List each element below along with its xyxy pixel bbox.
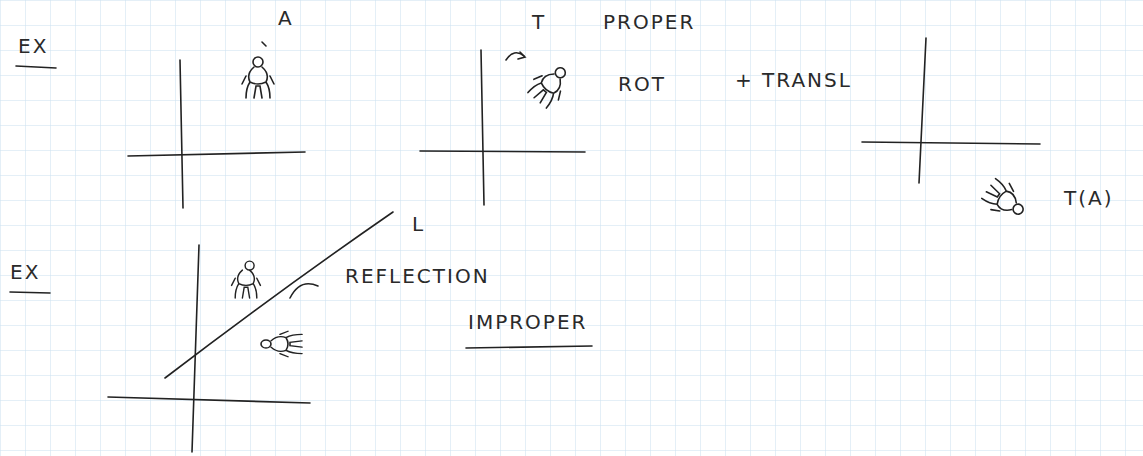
note-text: PROPER: [603, 12, 695, 32]
underline: [10, 292, 50, 293]
figure: [242, 57, 274, 98]
rotation-arrow: [506, 53, 524, 60]
axis: [862, 142, 1040, 144]
example-tag: EX: [10, 262, 40, 282]
figure: [979, 175, 1031, 225]
mirror-line: [165, 212, 393, 378]
figure: [232, 261, 261, 298]
sketch: [10, 38, 1040, 452]
line-label: L: [412, 214, 425, 234]
point-label: T(A): [1064, 188, 1114, 208]
map-label: T: [532, 12, 546, 32]
axis: [108, 397, 310, 403]
axis: [919, 38, 926, 183]
note-text: + TRANSL: [735, 70, 852, 90]
axis: [180, 60, 183, 208]
axis: [481, 50, 484, 205]
axis: [192, 245, 199, 452]
example-tag: EX: [18, 36, 48, 56]
axis: [128, 152, 305, 156]
underline: [16, 66, 56, 68]
tick: [262, 42, 266, 46]
axis: [420, 151, 585, 152]
note-text: REFLECTION: [345, 266, 490, 286]
underline: [466, 346, 592, 348]
point-label: A: [278, 8, 294, 28]
figure: [261, 331, 302, 357]
figure: [525, 59, 576, 111]
note-text: ROT: [618, 74, 666, 94]
rotation-arrow: [518, 52, 525, 59]
note-text: IMPROPER: [468, 312, 587, 332]
reflection-arrow: [290, 284, 318, 298]
